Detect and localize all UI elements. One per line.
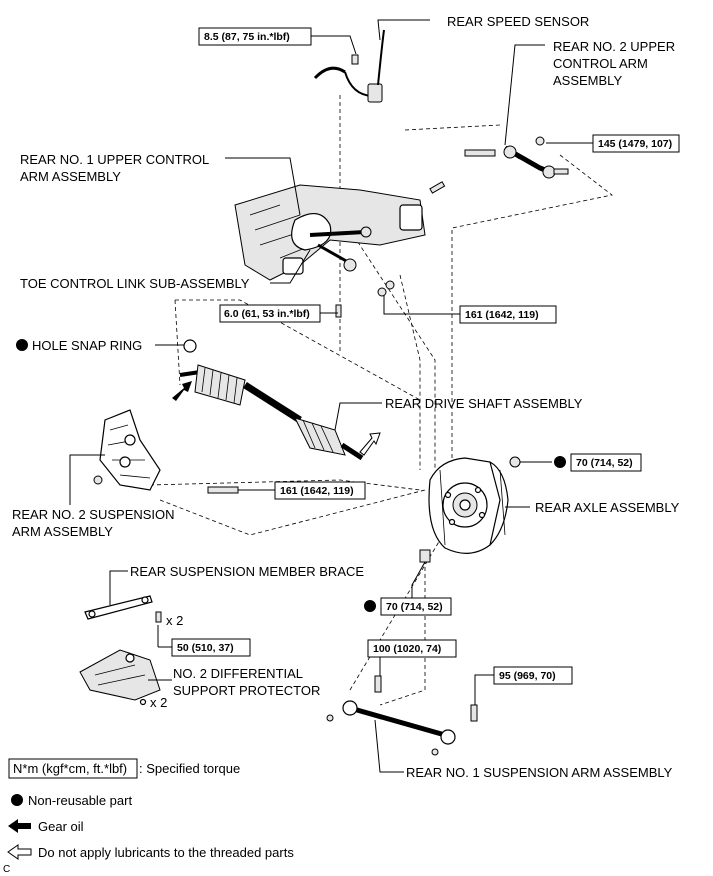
legend-non-reusable-dot (11, 794, 23, 806)
torque-axle-nut: 70 (714, 52) (576, 457, 633, 469)
torque-box-susp-arm2: 161 (1642, 119) (274, 481, 366, 500)
torque-box-axle-lower: 70 (714, 52) (380, 597, 452, 616)
non-reusable-dot-snap-ring (16, 339, 28, 351)
legend-no-lube: Do not apply lubricants to the threaded … (38, 845, 294, 860)
rear-suspension-member-brace (84, 570, 172, 648)
gear-oil-arrow-shaft (172, 381, 192, 401)
legend-no-lube-arrow (7, 844, 32, 860)
legend-gear-oil-arrow (8, 819, 31, 833)
rear-no1-suspension-arm (326, 654, 494, 773)
non-reusable-dot-axle-nut (554, 456, 566, 468)
label-susp-arm2-line2: ARM ASSEMBLY (12, 524, 113, 539)
suspension-member-assembly (225, 157, 460, 318)
label-upper-arm2-line3: ASSEMBLY (553, 73, 622, 88)
legend-torque-desc: : Specified torque (139, 761, 240, 776)
label-upper-arm1-line1: REAR NO. 1 UPPER CONTROL (20, 152, 209, 167)
corner-code: C (3, 864, 10, 875)
torque-box-upper-arm2: 145 (1479, 107) (592, 134, 680, 153)
label-upper-arm2-line1: REAR NO. 2 UPPER (553, 39, 675, 54)
torque-brace: 50 (510, 37) (177, 642, 234, 654)
label-rear-speed-sensor: REAR SPEED SENSOR (447, 14, 589, 29)
torque-susp-arm1-b: 95 (969, 70) (499, 670, 556, 682)
rear-speed-sensor (310, 19, 430, 103)
label-diff-protector-line1: NO. 2 DIFFERENTIAL (173, 666, 303, 681)
no2-differential-support-protector (79, 649, 172, 706)
rear-drive-shaft (172, 364, 382, 461)
label-toe-control-link: TOE CONTROL LINK SUB-ASSEMBLY (20, 276, 250, 291)
non-reusable-dot-axle-lower (364, 600, 376, 612)
dashed-guide-lines (149, 95, 613, 706)
label-diff-protector-line2: SUPPORT PROTECTOR (173, 683, 320, 698)
rear-no2-suspension-arm (69, 409, 276, 505)
torque-upper-arm2: 145 (1479, 107) (598, 138, 672, 150)
torque-box-axle-nut: 70 (714, 52) (570, 453, 642, 472)
label-upper-arm1-line2: ARM ASSEMBLY (20, 169, 121, 184)
torque-box-susp-arm1-b: 95 (969, 70) (493, 666, 573, 685)
label-susp-arm1: REAR NO. 1 SUSPENSION ARM ASSEMBLY (406, 765, 673, 780)
hole-snap-ring-row: HOLE SNAP RING (16, 338, 197, 353)
label-upper-arm2-line2: CONTROL ARM (553, 56, 648, 71)
legend-gear-oil: Gear oil (38, 819, 84, 834)
torque-susp-arm2: 161 (1642, 119) (280, 485, 354, 497)
torque-box-brace: 50 (510, 37) (171, 638, 251, 657)
label-member-brace: REAR SUSPENSION MEMBER BRACE (130, 564, 364, 579)
torque-box-susp-arm1-a: 100 (1020, 74) (367, 639, 457, 658)
label-protector-qty: x 2 (150, 695, 167, 710)
label-rear-drive-shaft: REAR DRIVE SHAFT ASSEMBLY (385, 396, 583, 411)
torque-speed-sensor: 8.5 (87, 75 in.*lbf) (204, 31, 290, 43)
label-brace-qty: x 2 (166, 613, 183, 628)
no-lube-arrow-shaft (359, 432, 381, 456)
rear-no2-upper-control-arm (464, 44, 594, 179)
torque-box-speed-sensor: 8.5 (87, 75 in.*lbf) (198, 27, 312, 46)
torque-axle-lower: 70 (714, 52) (386, 601, 443, 613)
label-rear-axle: REAR AXLE ASSEMBLY (535, 500, 680, 515)
legend: N*m (kgf*cm, ft.*lbf) : Specified torque… (7, 758, 294, 860)
label-hole-snap-ring: HOLE SNAP RING (32, 338, 142, 353)
torque-susp-arm1-a: 100 (1020, 74) (373, 643, 441, 655)
rear-axle-assembly (411, 456, 552, 600)
torque-toe-nut: 161 (1642, 119) (465, 309, 539, 321)
torque-box-toe-link: 6.0 (61, 53 in.*lbf) (219, 304, 321, 323)
legend-torque-box: N*m (kgf*cm, ft.*lbf) (13, 761, 127, 776)
torque-box-toe-nut: 161 (1642, 119) (459, 305, 557, 324)
legend-non-reusable: Non-reusable part (28, 793, 132, 808)
torque-toe-link: 6.0 (61, 53 in.*lbf) (224, 308, 310, 320)
label-susp-arm2-line1: REAR NO. 2 SUSPENSION (12, 507, 175, 522)
